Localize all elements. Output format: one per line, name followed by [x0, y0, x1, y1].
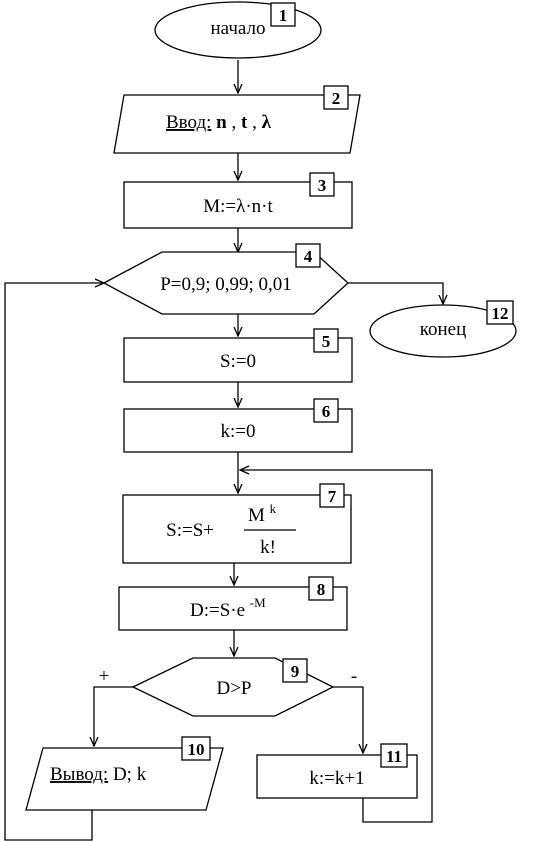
sum-denominator: k! — [260, 537, 276, 558]
branch-no-label: - — [351, 666, 357, 687]
block-k-init: k:=0 6 — [123, 398, 353, 453]
block-number: 6 — [322, 402, 331, 421]
svg-text:Ввод: n ,: Ввод: n , t , λ — [166, 112, 272, 133]
block-sum: S:=S+ M k k! 7 — [122, 483, 352, 564]
branch-yes-label: + — [99, 666, 110, 687]
svg-text:D:=S·e -M: D:=S·e -M — [190, 595, 266, 621]
arrow-4-12 — [348, 282, 443, 304]
block-k-increment: k:=k+1 11 — [256, 743, 418, 799]
end-label: конец — [420, 319, 467, 340]
sum-numerator-base: M — [248, 505, 265, 526]
input-var-lambda: λ — [262, 112, 272, 133]
block-number: 1 — [279, 6, 288, 25]
block-number: 2 — [332, 89, 341, 108]
block-d-calc: D:=S·e -M 8 — [118, 576, 348, 631]
arrow-9-10 — [94, 686, 133, 746]
block-number: 8 — [317, 580, 326, 599]
block-number: 10 — [188, 740, 205, 759]
s-init-label: S:=0 — [220, 351, 256, 372]
sum-lhs: S:=S+ — [166, 520, 214, 541]
svg-text:M k: M k — [248, 501, 277, 526]
output-vars: D; k — [113, 764, 147, 785]
input-prefix: Ввод: — [166, 112, 211, 133]
block-compute-m: M:=λ·n·t 3 — [123, 172, 353, 229]
d-calc-lhs: D:=S·e — [190, 600, 245, 621]
block-input: Ввод: n , t , λ 2 — [113, 85, 361, 154]
block-number: 5 — [322, 332, 331, 351]
block-end: конец 12 — [369, 300, 517, 358]
block-start: начало 1 — [154, 1, 322, 59]
output-prefix: Вывод: — [50, 764, 108, 785]
block-number: 7 — [328, 487, 337, 506]
input-var-t: t — [241, 112, 248, 133]
block-number: 3 — [318, 176, 327, 195]
block-number: 9 — [291, 662, 300, 681]
arrow-10-loop — [4, 283, 104, 841]
svg-text:Вывод: D; k: Вывод: D; k — [50, 764, 147, 785]
connectors — [4, 60, 443, 841]
block-decision: D>P 9 — [131, 657, 335, 717]
arrow-11-loop — [240, 470, 433, 823]
block-s-init: S:=0 5 — [123, 328, 353, 383]
loop-p-label: P=0,9; 0,99; 0,01 — [160, 274, 292, 295]
block-output: Вывод: D; k 10 — [25, 736, 224, 811]
input-var-n: n — [216, 112, 227, 133]
k-increment-label: k:=k+1 — [309, 768, 364, 789]
start-label: начало — [211, 18, 266, 39]
compute-m-label: M:=λ·n·t — [203, 196, 273, 217]
arrow-9-11 — [333, 686, 363, 753]
k-init-label: k:=0 — [221, 421, 256, 442]
block-loop-p: P=0,9; 0,99; 0,01 4 — [102, 243, 349, 315]
block-number: 4 — [304, 247, 313, 266]
decision-label: D>P — [216, 678, 251, 699]
block-number: 11 — [386, 747, 402, 766]
sum-numerator-exp: k — [270, 501, 277, 516]
d-calc-exp: -M — [250, 595, 266, 610]
block-number: 12 — [492, 304, 509, 323]
